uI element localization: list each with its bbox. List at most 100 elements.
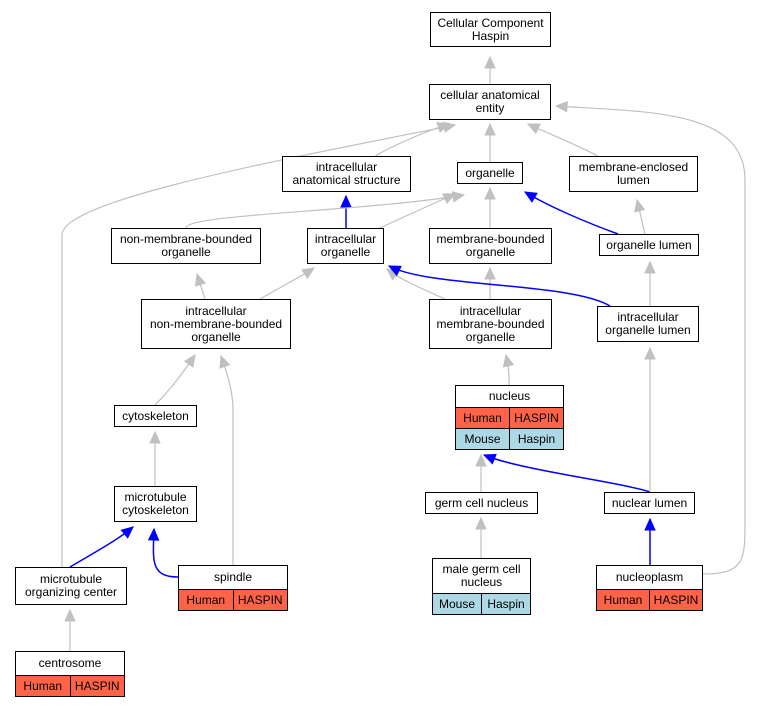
edge-gcn-nuc: [475, 453, 487, 492]
node-io[interactable]: intracellular organelle: [307, 228, 384, 264]
node-label: centrosome: [38, 656, 102, 670]
arrowhead: [475, 516, 487, 530]
gene-cell: HASPIN: [232, 590, 287, 610]
gene-cell: HASPIN: [649, 590, 702, 610]
edge-cent-mtoc: [64, 608, 76, 651]
arrowhead: [644, 260, 656, 274]
node-nl[interactable]: nuclear lumen: [604, 492, 695, 514]
node-org[interactable]: organelle: [457, 162, 523, 184]
edge-ol-org: [523, 191, 619, 235]
node-inmbo[interactable]: intracellular non-membrane-bounded organ…: [141, 299, 291, 349]
arrowhead: [195, 272, 207, 287]
node-label: nucleus: [488, 389, 531, 403]
edge-nl-nuc: [482, 453, 651, 493]
node-label: Cellular Component Haspin: [437, 15, 544, 43]
arrowhead: [523, 191, 538, 203]
arrowhead: [502, 353, 515, 368]
node-ias[interactable]: intracellular anatomical structure: [282, 156, 411, 192]
arrowhead: [149, 430, 161, 444]
node-label: intracellular organelle lumen: [605, 310, 691, 337]
species-cell: Human: [456, 408, 509, 428]
edge-cyto-inmbo: [154, 353, 196, 406]
node-cae[interactable]: cellular anatomical entity: [429, 84, 551, 120]
species-cell: Human: [16, 676, 70, 696]
edge-mel-cae: [526, 123, 599, 157]
gene-cell: Haspin: [481, 594, 530, 614]
edge-nuc-imbo: [502, 353, 515, 386]
node-label: microtubule cytoskeleton: [122, 490, 189, 517]
node-label: nuclear lumen: [611, 495, 688, 510]
edge-io-org: [379, 193, 457, 229]
edge-spin-inmbo: [219, 354, 234, 565]
edge-nmbo-org: [185, 191, 466, 229]
arrowhead: [219, 354, 231, 369]
node-label: membrane-bounded organelle: [436, 232, 545, 259]
edge-spin-mtc: [147, 527, 179, 578]
arrowhead: [526, 123, 541, 135]
node-label: microtubule organizing center: [24, 572, 118, 599]
node-label: intracellular organelle: [314, 232, 377, 259]
node-gcn[interactable]: germ cell nucleus: [425, 492, 538, 514]
edge-iol-io: [387, 265, 611, 307]
edge-inmbo-io: [259, 267, 316, 300]
arrowhead: [340, 194, 352, 208]
gene-cell: Haspin: [509, 429, 563, 449]
node-label: spindle: [213, 570, 253, 584]
node-nmbo[interactable]: non-membrane-bounded organelle: [111, 228, 261, 264]
node-mel[interactable]: membrane-enclosed lumen: [569, 156, 698, 192]
edge-mbo-org: [484, 186, 496, 228]
edge-mtc-cyto: [149, 430, 161, 486]
edge-nl-iol: [644, 346, 656, 492]
node-label: cytoskeleton: [122, 408, 189, 423]
node-label: intracellular membrane-bounded organelle: [436, 303, 545, 344]
arrowhead: [183, 353, 196, 368]
node-iol[interactable]: intracellular organelle lumen: [597, 306, 699, 342]
node-label: male germ cell nucleus: [442, 562, 521, 589]
edge-mtoc-cae: [61, 121, 457, 567]
node-label: organelle lumen: [606, 237, 692, 252]
node-mtoc[interactable]: microtubule organizing center: [15, 567, 127, 605]
node-imbo[interactable]: intracellular membrane-bounded organelle: [429, 299, 552, 349]
arrowhead: [644, 517, 656, 531]
node-root[interactable]: Cellular Component Haspin: [430, 12, 551, 47]
species-cell: Mouse: [456, 429, 509, 449]
node-label: nucleoplasm: [615, 570, 684, 584]
node-cyto[interactable]: cytoskeleton: [114, 405, 197, 427]
gene-cell: HASPIN: [69, 676, 124, 696]
node-ol[interactable]: organelle lumen: [599, 234, 699, 256]
edge-ol-mel: [634, 198, 646, 235]
edge-imbo-mbo: [484, 266, 496, 299]
arrowhead: [554, 100, 568, 113]
species-cell: Human: [179, 590, 233, 610]
arrowhead: [442, 121, 457, 133]
arrowhead: [147, 527, 160, 541]
node-mbo[interactable]: membrane-bounded organelle: [429, 228, 552, 264]
arrowhead: [301, 267, 316, 280]
arrowhead: [482, 453, 497, 465]
node-label: intracellular non-membrane-bounded organ…: [149, 303, 283, 344]
edge-org-cae: [484, 122, 496, 162]
arrowhead: [64, 608, 76, 622]
node-label: cellular anatomical entity: [440, 88, 540, 115]
edge-inmbo-nmbo: [195, 272, 207, 300]
species-cell: Human: [597, 590, 649, 610]
node-mtc[interactable]: microtubule cytoskeleton: [114, 486, 197, 522]
edge-mtoc-mtc: [69, 526, 134, 568]
edge-iol-ol: [644, 260, 656, 306]
arrowhead: [475, 453, 487, 467]
node-label: membrane-enclosed lumen: [578, 160, 689, 187]
arrowhead: [387, 265, 402, 277]
arrowhead: [644, 346, 656, 360]
